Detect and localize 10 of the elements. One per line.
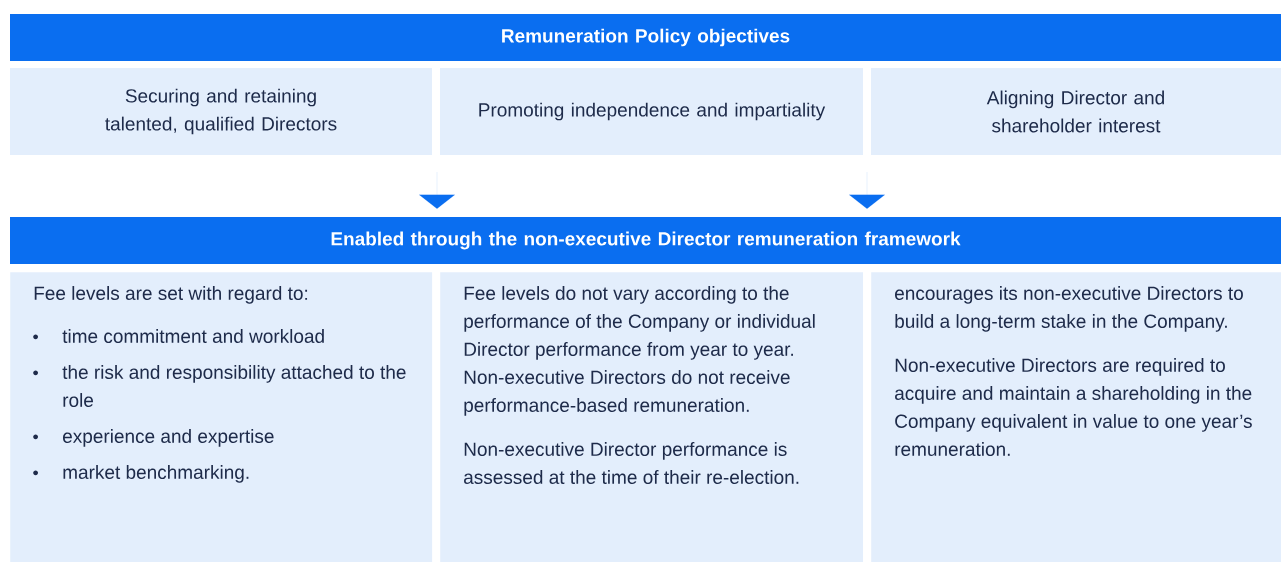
objective-box: Aligning Director and shareholder interest bbox=[871, 68, 1281, 155]
header-bar: Remuneration Policy objectives bbox=[10, 14, 1281, 61]
text-panel: encourages its non-executive Directors to build a long-term stake in the Company. Non-executive Directors are required to acquire and maintain a shareholding in the Company equivalent in value to one year’s remuneration. bbox=[871, 272, 1281, 562]
chevron-arrow bbox=[419, 171, 455, 209]
chevron-arrow bbox=[849, 171, 885, 209]
header-bar: Enabled through the non-executive Director remuneration framework bbox=[10, 217, 1281, 264]
objective-box: Securing and retaining talented, qualified Directors bbox=[10, 68, 432, 155]
text-panel: Fee levels are set with regard to: time commitment and workload the risk and responsibility attached to the role experience and expertise market benchmarking. bbox=[10, 272, 433, 562]
objective-box: Promoting independence and impartiality bbox=[440, 68, 863, 155]
text-panel: Fee levels do not vary according to the performance of the Company or individual Director performance from year to year. Non-executive Directors do not receive performance-based remuneration. Non-executive Director performance is assessed at the time of their re-election. bbox=[440, 272, 864, 562]
